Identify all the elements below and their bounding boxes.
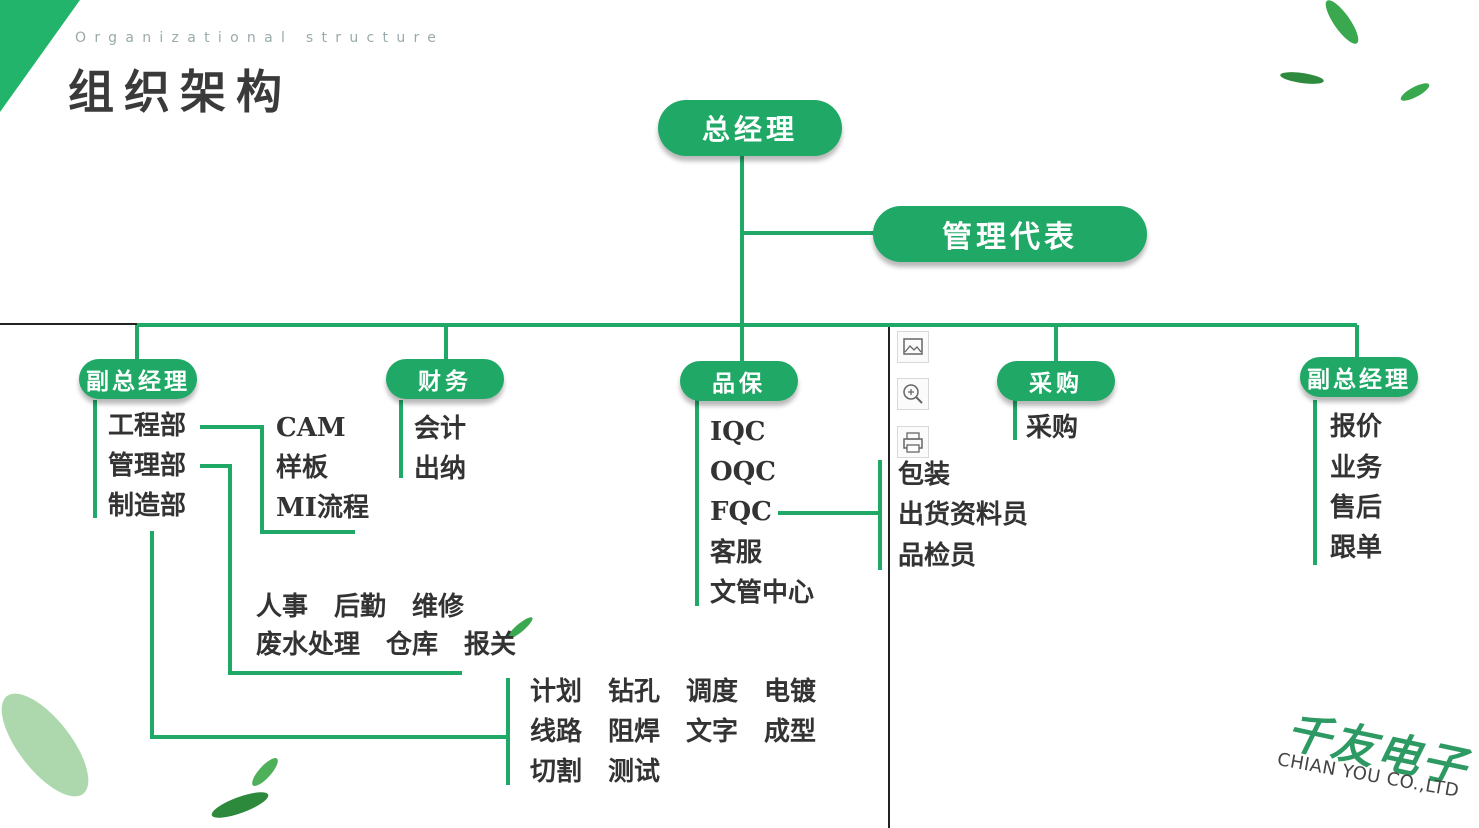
panel-border-right	[888, 323, 890, 828]
node-quality: 品保	[680, 361, 798, 401]
admin-row-2: 废水处理 仓库 报关	[256, 630, 517, 660]
qa-item-oqc: OQC	[710, 457, 776, 487]
node-vp-left: 副总经理	[79, 359, 197, 399]
zoom-in-icon[interactable]	[897, 378, 929, 410]
subtitle: Organizational structure	[75, 30, 445, 46]
image-icon[interactable]	[897, 331, 929, 363]
finance-item-accounting: 会计	[414, 414, 467, 444]
node-general-manager: 总经理	[658, 100, 842, 156]
node-vp-right: 副总经理	[1300, 357, 1418, 397]
purchase-item: 采购	[1026, 413, 1079, 443]
leaf-decoration-small	[507, 617, 533, 639]
mfg-row-3: 切割 测试	[530, 757, 661, 787]
node-purchase: 采购	[997, 361, 1115, 401]
eng-item-sample: 样板	[276, 453, 329, 483]
finance-item-cashier: 出纳	[414, 454, 467, 484]
vp-right-item-follow-up: 跟单	[1330, 533, 1383, 563]
fqc-sub-inspector: 品检员	[898, 541, 977, 571]
corner-triangle-decoration	[0, 0, 80, 112]
dept-admin: 管理部	[108, 451, 187, 481]
mfg-row-1: 计划 钻孔 调度 电镀	[530, 677, 817, 707]
eng-item-mi: MI流程	[276, 493, 369, 523]
qa-item-iqc: IQC	[710, 417, 766, 447]
dept-engineering: 工程部	[108, 411, 187, 441]
qa-item-fqc: FQC	[710, 497, 772, 527]
fqc-sub-packing: 包装	[898, 460, 951, 490]
vp-right-item-after-sales: 售后	[1330, 493, 1383, 523]
vp-right-item-quote: 报价	[1330, 412, 1383, 442]
dept-manufacturing: 制造部	[108, 491, 187, 521]
leaf-decoration-bottom-left	[1, 693, 278, 818]
vp-right-item-business: 业务	[1330, 453, 1383, 483]
print-icon[interactable]	[897, 426, 929, 458]
leaf-decoration-top-right	[1280, 0, 1430, 101]
fqc-sub-shipping-docs: 出货资料员	[898, 500, 1029, 530]
qa-item-service: 客服	[710, 538, 763, 568]
admin-row-1: 人事 后勤 维修	[256, 592, 465, 622]
eng-item-cam: CAM	[276, 413, 346, 443]
mfg-row-2: 线路 阻焊 文字 成型	[530, 717, 817, 747]
qa-item-doc-center: 文管中心	[710, 578, 815, 608]
node-finance: 财务	[386, 359, 504, 399]
page-title: 组织架构	[68, 65, 292, 119]
node-management-rep: 管理代表	[873, 206, 1147, 262]
